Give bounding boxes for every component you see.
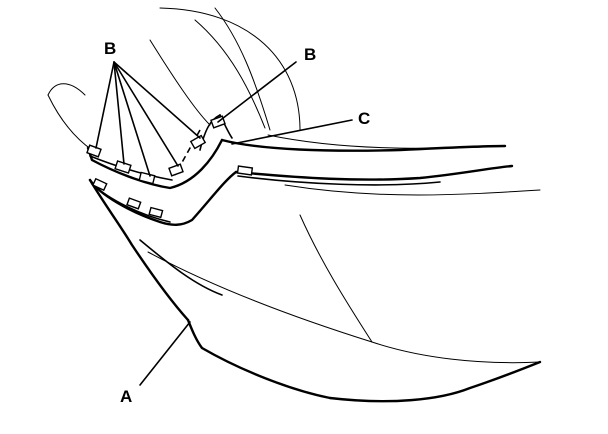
tab-3 bbox=[148, 206, 164, 219]
leader-c bbox=[231, 119, 353, 145]
callout-a: A bbox=[120, 387, 132, 406]
clip-4 bbox=[168, 163, 184, 177]
tab-4 bbox=[236, 165, 254, 176]
bumper-cover-upper-edge bbox=[88, 164, 514, 226]
callout-b-left: B bbox=[104, 39, 116, 58]
leader-b-3 bbox=[113, 61, 151, 177]
leader-b-1 bbox=[95, 61, 115, 149]
leader-b-4 bbox=[113, 61, 179, 167]
tab-2 bbox=[126, 197, 142, 210]
callout-c: C bbox=[358, 109, 370, 128]
leader-b-5 bbox=[113, 61, 201, 139]
clip-group bbox=[86, 115, 254, 219]
tab-1 bbox=[91, 177, 108, 192]
callout-b-right: B bbox=[304, 45, 316, 64]
leader-lines bbox=[95, 61, 353, 386]
clip-5 bbox=[189, 134, 207, 150]
leader-a bbox=[139, 321, 191, 386]
clip-3 bbox=[138, 171, 156, 185]
car-body-outline bbox=[47, 7, 541, 364]
leader-b-right bbox=[217, 61, 297, 123]
bumper-cover-a bbox=[88, 178, 542, 403]
leader-b-2 bbox=[113, 61, 125, 165]
